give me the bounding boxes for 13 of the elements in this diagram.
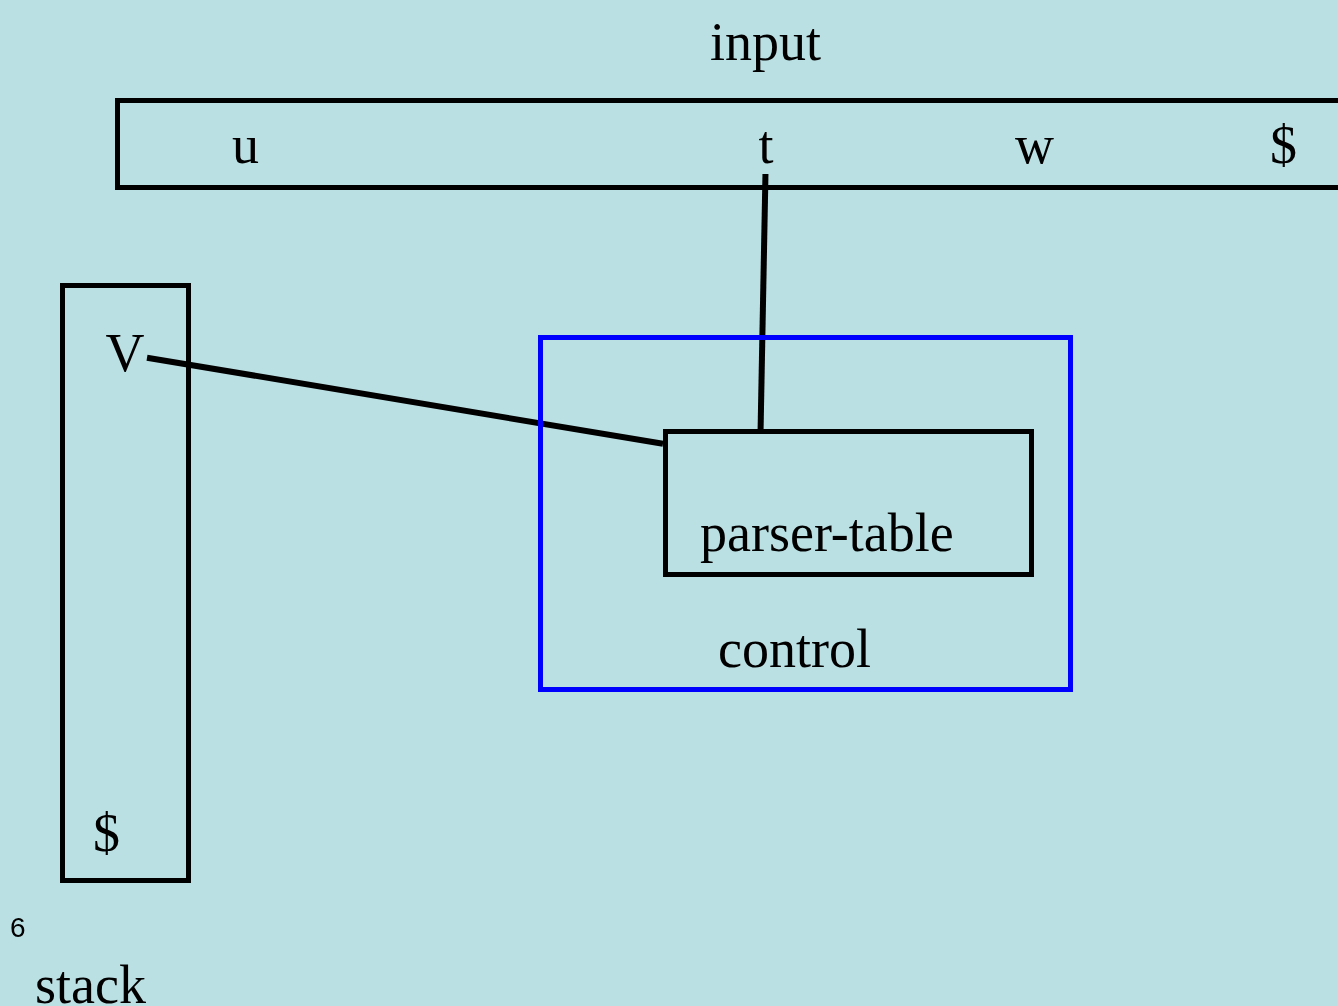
control-box <box>538 335 1073 692</box>
connector-line <box>757 173 769 430</box>
page-number: 6 <box>10 914 26 942</box>
connector-line <box>146 354 664 447</box>
stack-symbol: $ <box>93 806 120 860</box>
stack-heading: stack <box>35 958 146 1006</box>
tape-symbol: u <box>232 118 259 172</box>
stack-symbol: V <box>103 326 147 382</box>
tape-symbol: $ <box>1270 118 1297 172</box>
tape-symbol: w <box>1015 118 1054 172</box>
control-heading: control <box>718 622 871 676</box>
tape-symbol: t <box>750 118 782 174</box>
parser-table-box <box>663 429 1034 577</box>
